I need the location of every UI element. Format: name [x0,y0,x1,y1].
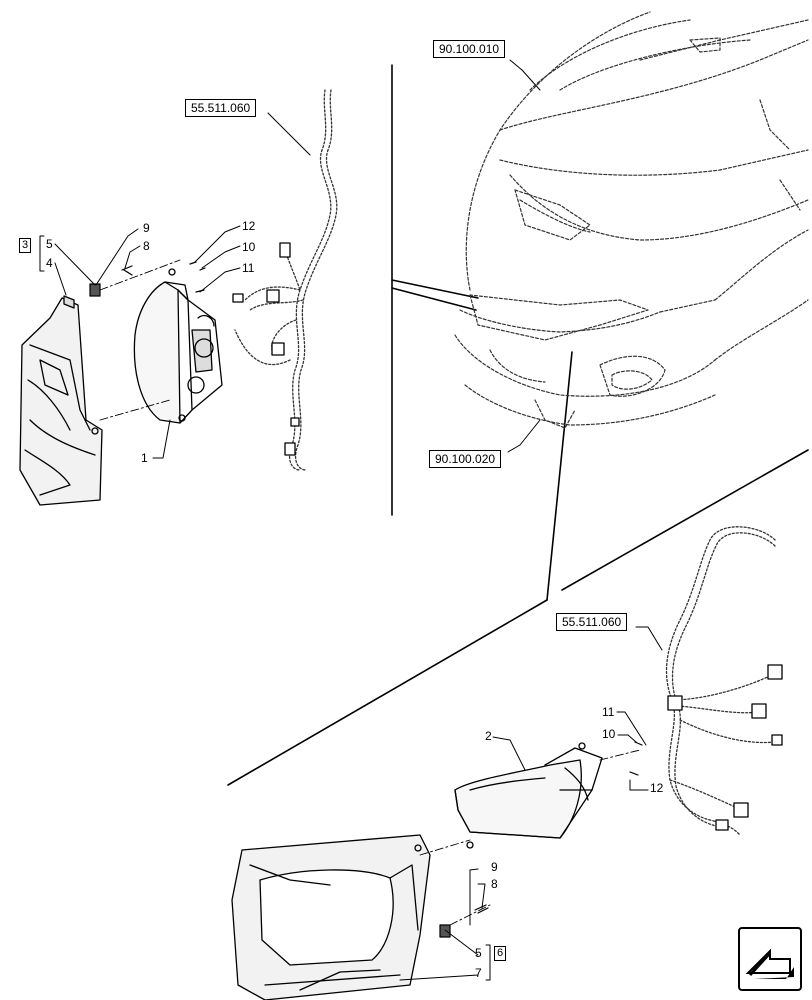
callout-5-left: 5 [46,237,53,251]
callout-8-left: 8 [143,239,150,253]
callout-1-left: 1 [141,451,148,465]
callout-kit-3: 3 [19,238,32,253]
callout-2-right: 2 [485,729,492,743]
left-alignment [99,259,181,421]
callout-9-left: 9 [143,221,150,235]
callout-5-right: 5 [475,946,482,960]
left-harness [234,89,338,471]
right-harness [665,526,776,836]
navigate-back-button[interactable] [738,927,802,991]
callout-7-right: 7 [475,966,482,980]
reference-harness-right[interactable]: 55.511.060 [556,613,628,631]
right-fasteners [439,741,643,938]
right-bracket [231,834,431,1000]
callout-12-right: 12 [650,781,664,795]
reference-hood-bottom[interactable]: 90.100.020 [429,450,502,468]
left-bracket [19,295,103,506]
reference-leaders [267,59,663,651]
callout-12-left: 12 [242,219,256,233]
callout-4-left: 4 [46,256,53,270]
callout-10-left: 10 [242,240,256,254]
callout-11-right: 11 [602,705,615,719]
right-headlight [454,742,603,849]
callout-11-left: 11 [242,261,255,275]
callout-10-right: 10 [602,727,616,741]
separator-lines [227,64,809,786]
left-headlight [133,268,223,424]
reference-harness-top[interactable]: 55.511.060 [185,99,257,117]
reference-hood-top[interactable]: 90.100.010 [433,40,506,58]
left-harness-connectors [232,242,300,456]
callout-9-right: 9 [491,860,498,874]
callout-leaders-right [399,711,649,981]
kit-brackets [39,235,491,981]
callout-kit-6: 6 [494,946,507,961]
callout-leaders-left [54,225,241,459]
arrow-icon [745,948,794,979]
tractor-hood [454,11,809,429]
right-harness-connectors [667,664,783,831]
callout-8-right: 8 [491,877,498,891]
